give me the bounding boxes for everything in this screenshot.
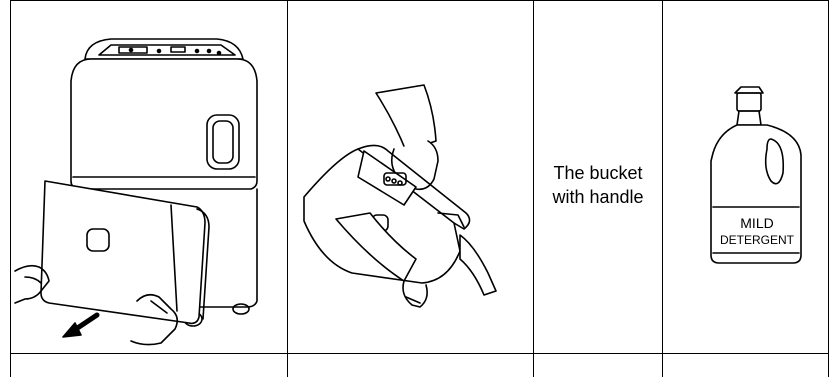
panel-detergent: MILD DETERGENT [663,1,828,353]
panel-remove-bucket [11,1,287,353]
bottle-label-line-2: DETERGENT [720,233,795,247]
caption-line-2: with handle [534,185,662,209]
hands-wiping-bucket-icon [288,1,533,353]
bucket-caption: The bucket with handle [534,161,662,209]
divider [828,0,829,377]
panel-bucket-caption: The bucket with handle [534,1,662,353]
caption-line-1: The bucket [534,161,662,185]
panel-clean-bucket [288,1,533,353]
detergent-bottle-icon: MILD DETERGENT [663,1,828,353]
dehumidifier-remove-bucket-icon [11,1,287,353]
bottle-label-line-1: MILD [740,215,773,231]
bottom-border [10,353,828,354]
